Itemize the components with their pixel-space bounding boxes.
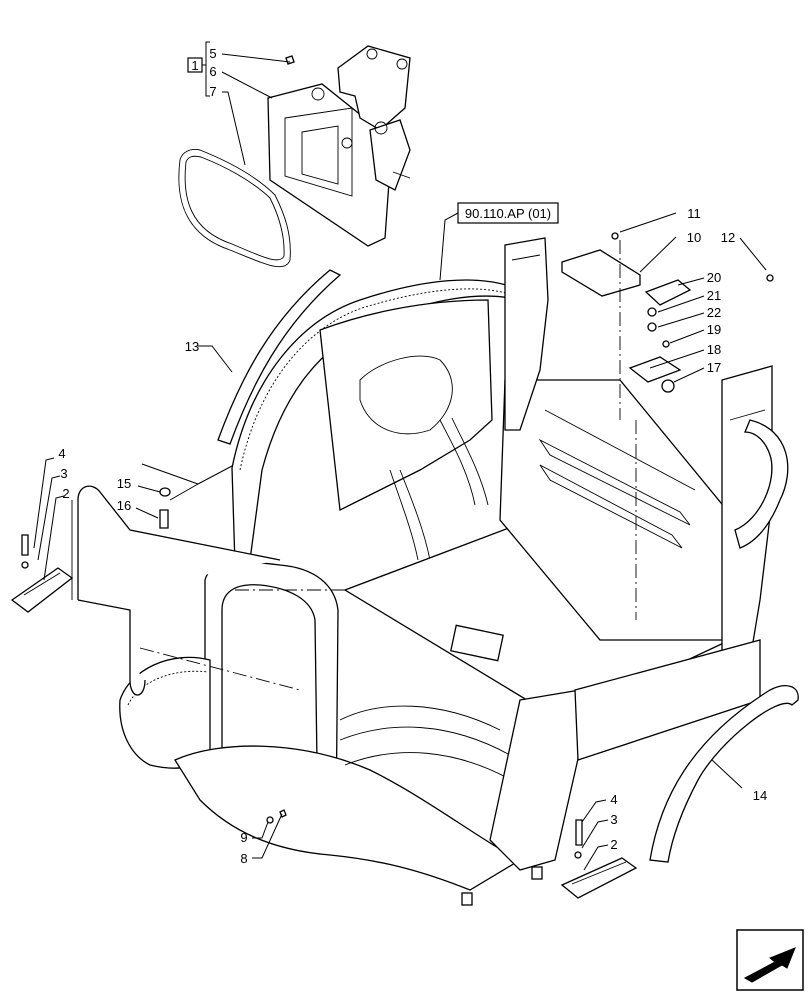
callout-19: 19 bbox=[707, 322, 721, 337]
hose-13 bbox=[217, 269, 342, 445]
callout-5: 5 bbox=[209, 46, 216, 61]
callout-12: 12 bbox=[721, 230, 735, 245]
bracket-20 bbox=[644, 279, 692, 306]
cab-frame bbox=[119, 237, 789, 906]
callout-6: 6 bbox=[209, 64, 216, 79]
cover-panel-group bbox=[561, 232, 774, 620]
callout-8: 8 bbox=[240, 851, 247, 866]
navigation-arrow-icon[interactable] bbox=[736, 929, 804, 991]
callout-20: 20 bbox=[707, 270, 721, 285]
hose-14 bbox=[649, 685, 799, 863]
leader-lines bbox=[33, 53, 767, 871]
callout-16: 16 bbox=[117, 498, 131, 513]
callout-3-right: 3 bbox=[610, 812, 617, 827]
kit-number: 1 bbox=[191, 58, 198, 73]
callout-15: 15 bbox=[117, 476, 131, 491]
kit-indicator: 1 bbox=[187, 41, 210, 97]
callout-labels: 5 6 7 11 10 12 20 21 22 19 18 17 13 4 3 … bbox=[58, 46, 767, 866]
mounting-plate bbox=[267, 83, 393, 247]
handrail-assembly bbox=[71, 485, 301, 696]
callout-7: 7 bbox=[209, 84, 216, 99]
callout-13: 13 bbox=[185, 339, 199, 354]
handrail bbox=[77, 485, 281, 600]
callout-14: 14 bbox=[753, 788, 767, 803]
callout-2-right: 2 bbox=[610, 837, 617, 852]
gasket bbox=[178, 149, 291, 268]
callout-18: 18 bbox=[707, 342, 721, 357]
callout-4-left: 4 bbox=[58, 446, 65, 461]
plate-18 bbox=[628, 356, 682, 383]
cover-panel bbox=[561, 249, 641, 297]
reference-label: 90.110.AP (01) bbox=[465, 206, 551, 221]
left-footstep bbox=[10, 534, 74, 613]
upper-bracket-assembly bbox=[178, 45, 411, 268]
callout-3-left: 3 bbox=[60, 466, 67, 481]
callout-10: 10 bbox=[687, 230, 701, 245]
reference-tag: 90.110.AP (01) bbox=[439, 202, 559, 281]
callout-11: 11 bbox=[687, 206, 701, 221]
callout-17: 17 bbox=[707, 360, 721, 375]
callout-21: 21 bbox=[707, 288, 721, 303]
callout-9: 9 bbox=[240, 830, 247, 845]
callout-4-right: 4 bbox=[610, 792, 617, 807]
callout-2-left: 2 bbox=[62, 486, 69, 501]
callout-22: 22 bbox=[707, 305, 721, 320]
right-footstep bbox=[560, 819, 638, 899]
